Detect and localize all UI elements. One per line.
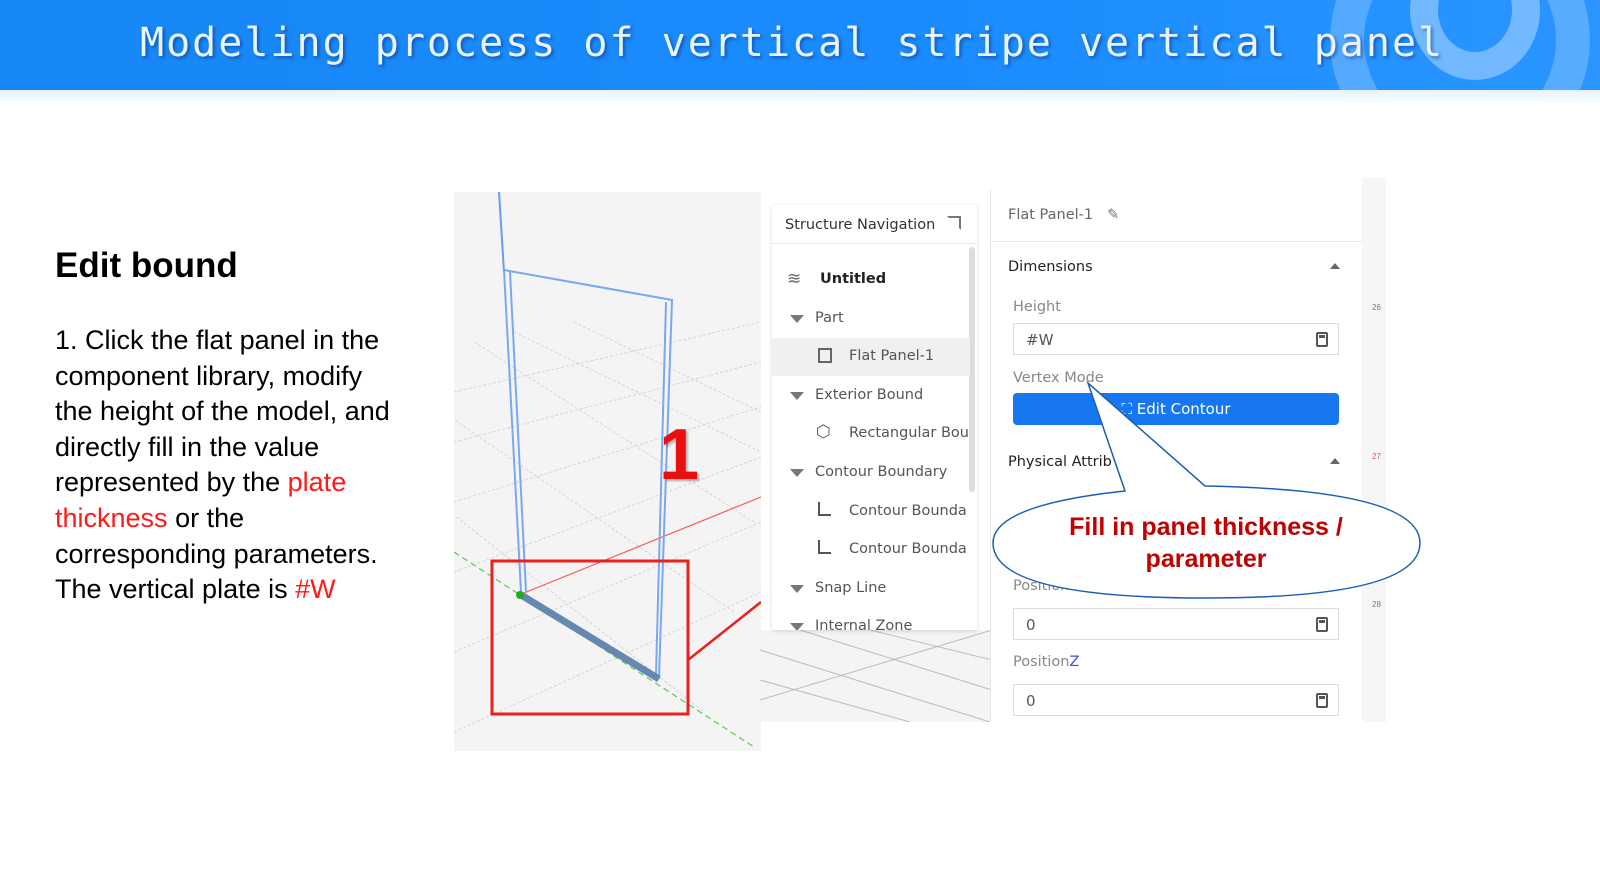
collapse-icon[interactable] xyxy=(790,392,804,400)
height-label: Height xyxy=(1013,299,1061,315)
section-heading: Edit bound xyxy=(55,246,238,285)
properties-panel: Flat Panel-1 ✎ Dimensions Height #W Verte… xyxy=(990,190,1362,722)
tree-item-label: Untitled xyxy=(820,271,887,287)
3d-viewport[interactable]: 1 xyxy=(454,192,761,751)
position-z-value: 0 xyxy=(1026,692,1036,710)
tree-item-contour-boundary[interactable]: Contour Boundary xyxy=(772,454,970,492)
panel-wireframe xyxy=(502,268,674,679)
edit-pencil-icon[interactable]: ✎ xyxy=(1107,207,1120,223)
ruler-tick: 26 xyxy=(1372,303,1381,312)
calculator-icon[interactable] xyxy=(1316,332,1328,347)
tree-item-label: Part xyxy=(815,310,844,326)
collapse-caret-icon[interactable] xyxy=(1330,263,1340,269)
tree-item-label: Rectangular Bou xyxy=(849,425,969,441)
tree-item-label: Internal Zone xyxy=(815,618,913,630)
highlight-box xyxy=(490,559,690,716)
collapse-caret-icon[interactable] xyxy=(1330,458,1340,464)
slide-title: Modeling process of vertical stripe vert… xyxy=(140,20,1445,66)
tree-item-label: Exterior Bound xyxy=(815,387,924,403)
tree-item-snap-line[interactable]: Snap Line xyxy=(772,570,970,608)
calculator-icon[interactable] xyxy=(1316,693,1328,708)
ruler-strip: 26 27 28 xyxy=(1362,178,1386,722)
position-y-input[interactable]: 0 xyxy=(1013,608,1339,640)
tree-item-rectangular-bound[interactable]: ⬡ Rectangular Bou xyxy=(772,415,970,453)
tree-item-label: Snap Line xyxy=(815,580,887,596)
cube-icon: ⬡ xyxy=(816,422,831,442)
highlight-w: #W xyxy=(295,574,336,605)
tree-item-label: Flat Panel-1 xyxy=(849,348,935,364)
3d-scene xyxy=(454,192,761,748)
layers-icon: ≋ xyxy=(787,269,802,289)
axis-letter: Y xyxy=(1069,578,1079,594)
label-text: Position xyxy=(1013,578,1070,594)
header-fade xyxy=(0,90,1600,104)
slide-header: Modeling process of vertical stripe vert… xyxy=(0,0,1600,170)
collapse-icon[interactable] xyxy=(790,469,804,477)
instruction-text: 1. Click the flat panel in the component… xyxy=(55,323,405,608)
physical-attributes-header[interactable]: Physical Attrib xyxy=(1008,454,1112,470)
highlight-plate-thickness: plate thickness xyxy=(55,467,347,533)
position-y-label: PositionY xyxy=(1013,578,1078,594)
label-text: Position xyxy=(1013,654,1070,670)
height-input[interactable]: #W xyxy=(1013,323,1339,355)
tree-item-internal-zone[interactable]: Internal Zone xyxy=(772,608,970,630)
tree-item-untitled[interactable]: ≋ Untitled xyxy=(772,261,970,299)
tree-item-label: Contour Bounda xyxy=(849,503,967,519)
tree-item-contour-bound-2[interactable]: Contour Bounda xyxy=(772,531,970,569)
tree-item-contour-bound-1[interactable]: Contour Bounda xyxy=(772,493,970,531)
position-z-input[interactable]: 0 xyxy=(1013,684,1339,716)
tree-item-flat-panel-1[interactable]: Flat Panel-1 xyxy=(772,338,970,376)
nav-title: Structure Navigation xyxy=(785,217,936,233)
tree-item-label: Contour Boundary xyxy=(815,464,948,480)
expand-icon[interactable] xyxy=(947,216,961,230)
height-value: #W xyxy=(1026,331,1054,349)
step-marker: 1 xyxy=(659,415,700,495)
position-y-value: 0 xyxy=(1026,616,1036,634)
edit-contour-label: Edit Contour xyxy=(1136,400,1231,418)
3d-viewport-extension xyxy=(760,630,992,722)
ruler-tick: 27 xyxy=(1372,452,1381,461)
axis-letter: Z xyxy=(1069,654,1080,670)
text-part: or the corresponding parameters. The ver… xyxy=(55,502,378,605)
contour-edit-icon: ⛶ xyxy=(1121,400,1137,418)
calculator-icon[interactable] xyxy=(1316,617,1328,632)
collapse-icon[interactable] xyxy=(790,315,804,323)
collapse-icon[interactable] xyxy=(790,585,804,593)
tree-item-part[interactable]: Part xyxy=(772,300,970,338)
edit-contour-button[interactable]: ⛶ Edit Contour xyxy=(1013,393,1339,425)
structure-navigation-panel: Structure Navigation ≋ Untitled Part Flat… xyxy=(772,205,977,630)
contour-icon xyxy=(818,540,831,554)
collapse-icon[interactable] xyxy=(790,623,804,630)
origin-point xyxy=(516,591,524,599)
tree-item-exterior-bound[interactable]: Exterior Bound xyxy=(772,377,970,415)
nav-scrollbar[interactable] xyxy=(969,247,975,492)
text-part: 1. Click the flat panel in the component… xyxy=(55,325,390,498)
panel-icon xyxy=(818,348,832,363)
x-axis-line xyxy=(518,496,761,596)
selected-panel-edge xyxy=(519,592,661,682)
ruler-tick: 28 xyxy=(1372,600,1381,609)
dimensions-section-header[interactable]: Dimensions xyxy=(1008,259,1093,275)
vertex-mode-label: Vertex Mode xyxy=(1013,370,1104,386)
callout-text: Fill in panel thickness / parameter xyxy=(1069,513,1343,573)
component-name: Flat Panel-1 xyxy=(1008,207,1094,223)
contour-icon xyxy=(818,502,831,516)
position-z-label: PositionZ xyxy=(1013,654,1079,670)
tree-item-label: Contour Bounda xyxy=(849,541,967,557)
